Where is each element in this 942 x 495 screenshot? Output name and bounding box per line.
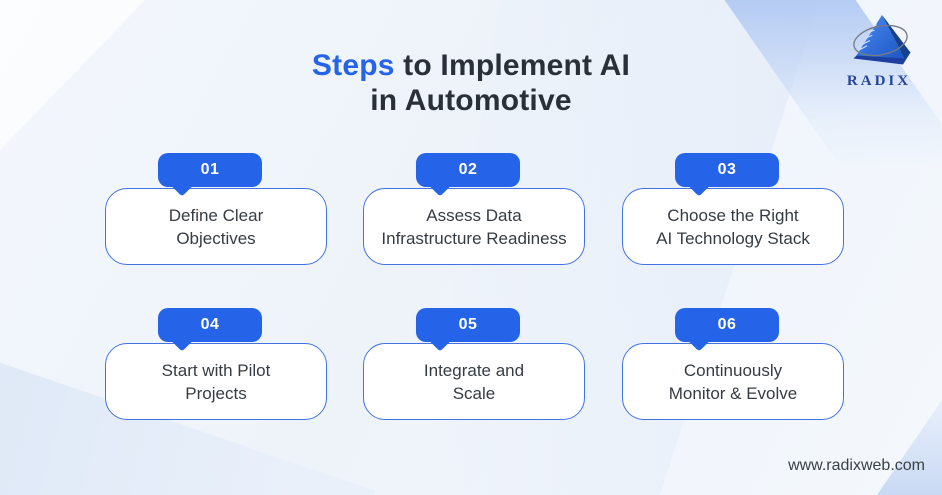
title-highlight: Steps: [311, 49, 395, 82]
step-2: 02 Assess Data Infrastructure Readiness: [363, 153, 585, 265]
website-url-link[interactable]: www.radixweb.com: [788, 457, 925, 474]
step-5-number-badge: 05: [416, 308, 520, 352]
step-2-label-line1: Assess Data: [426, 205, 522, 225]
step-3: 03 Choose the Right AI Technology Stack: [622, 153, 844, 265]
step-2-number: 02: [458, 161, 478, 178]
step-3-card: Choose the Right AI Technology Stack: [622, 188, 844, 265]
step-1-card: Define Clear Objectives: [105, 188, 327, 265]
step-3-number: 03: [717, 161, 737, 178]
step-1: 01 Define Clear Objectives: [105, 153, 327, 265]
step-4-label-line2: Projects: [185, 383, 247, 403]
step-4-label-line1: Start with Pilot: [161, 360, 271, 380]
step-1-label-line1: Define Clear: [168, 205, 264, 225]
step-4-card: Start with Pilot Projects: [105, 343, 327, 420]
step-2-card: Assess Data Infrastructure Readiness: [363, 188, 585, 265]
step-5-card: Integrate and Scale: [363, 343, 585, 420]
step-4-number: 04: [200, 316, 220, 333]
radix-logo-wordmark: RADIX: [846, 73, 912, 89]
step-1-label-line2: Objectives: [176, 228, 256, 248]
step-3-label-line2: AI Technology Stack: [656, 228, 810, 248]
step-1-label: Define Clear Objectives: [169, 204, 264, 250]
title-line1-rest: to Implement AI: [394, 49, 631, 82]
bg-diagonal-bottom-right: [877, 400, 942, 495]
title-line2: in Automotive: [370, 84, 572, 117]
page-title: Steps to Implement AI in Automotive: [0, 48, 942, 118]
step-5-label-line1: Integrate and: [423, 360, 525, 380]
step-5-number: 05: [458, 316, 478, 333]
title-line1: Steps to Implement AI: [312, 49, 630, 82]
step-6-card: Continuously Monitor & Evolve: [622, 343, 844, 420]
step-1-number: 01: [200, 161, 220, 178]
radix-logo: RADIX: [830, 12, 928, 90]
step-5-label-line2: Scale: [452, 383, 496, 403]
step-6-number-badge: 06: [675, 308, 779, 352]
step-6-label-line1: Continuously: [683, 360, 783, 380]
step-5: 05 Integrate and Scale: [363, 308, 585, 420]
step-6: 06 Continuously Monitor & Evolve: [622, 308, 844, 420]
step-6-label-line2: Monitor & Evolve: [668, 383, 798, 403]
step-1-number-badge: 01: [158, 153, 262, 197]
step-2-number-badge: 02: [416, 153, 520, 197]
step-5-label: Integrate and Scale: [424, 359, 524, 405]
step-2-label-line2: Infrastructure Readiness: [381, 228, 567, 248]
step-2-label: Assess Data Infrastructure Readiness: [381, 204, 566, 250]
step-3-label: Choose the Right AI Technology Stack: [656, 204, 810, 250]
step-6-label: Continuously Monitor & Evolve: [669, 359, 798, 405]
step-3-number-badge: 03: [675, 153, 779, 197]
step-3-label-line1: Choose the Right: [667, 205, 799, 225]
radix-pyramid-icon: [830, 12, 928, 72]
step-4: 04 Start with Pilot Projects: [105, 308, 327, 420]
step-4-number-badge: 04: [158, 308, 262, 352]
step-4-label: Start with Pilot Projects: [162, 359, 271, 405]
step-6-number: 06: [717, 316, 737, 333]
